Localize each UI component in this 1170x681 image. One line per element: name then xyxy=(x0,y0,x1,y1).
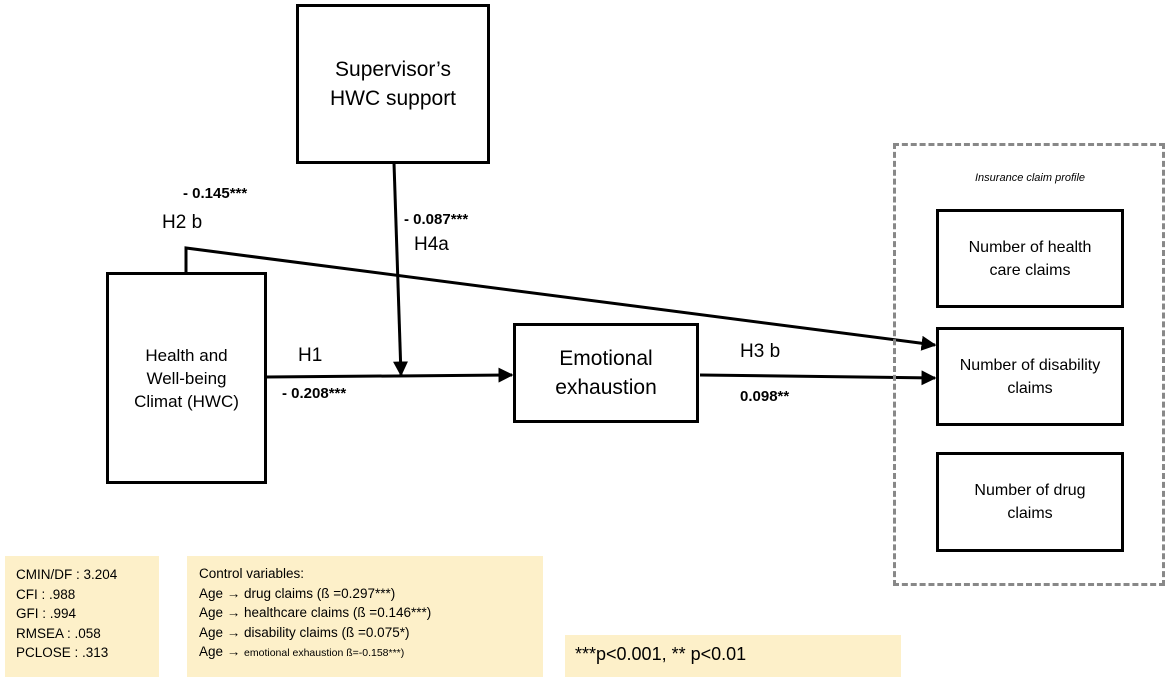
h3b-coefficient: 0.098** xyxy=(740,388,790,405)
h1-coefficient: - 0.208*** xyxy=(282,385,347,402)
fit-index: CMIN/DF : 3.204 xyxy=(16,567,118,582)
health-claims-line1: Number of health xyxy=(968,238,1092,256)
supervisor-label-line2: HWC support xyxy=(329,87,457,110)
control-item: Age → emotional exhaustion ß=-0.158***) xyxy=(199,642,543,664)
h2b-label: H2 b xyxy=(162,212,203,233)
significance-note: ***p<0.001, ** p<0.01 xyxy=(575,644,747,664)
exhaustion-label-line2: exhaustion xyxy=(555,376,657,399)
hwc-label-line1: Health and xyxy=(145,345,228,365)
hwc-node: Health and Well-being Climat (HWC) xyxy=(106,272,267,484)
drug-claims-node: Number of drug claims xyxy=(936,452,1124,552)
group-title: Insurance claim profile xyxy=(975,172,1086,184)
control-item-small: emotional exhaustion ß=-0.158***) xyxy=(244,647,405,659)
supervisor-support-node: Supervisor’s HWC support xyxy=(296,4,490,164)
control-item: Age → healthcare claims (ß =0.146***) xyxy=(199,605,432,620)
h2b-coefficient: - 0.145*** xyxy=(183,185,248,202)
control-variables-panel: Control variables: Age → drug claims (ß … xyxy=(187,556,543,677)
h4a-coefficient: - 0.087*** xyxy=(404,211,469,228)
fit-index: GFI : .994 xyxy=(16,606,77,621)
drug-claims-line1: Number of drug xyxy=(974,482,1086,499)
h3b-label: H3 b xyxy=(740,341,781,362)
control-item: Age → disability claims (ß =0.075*) xyxy=(199,624,410,640)
emotional-exhaustion-node: Emotional exhaustion xyxy=(513,323,699,423)
disability-claims-line2: claims xyxy=(1007,379,1053,397)
h1-arrow xyxy=(265,367,514,383)
health-claims-node: Number of health care claims xyxy=(936,209,1124,308)
disability-claims-line1: Number of disability xyxy=(959,356,1101,374)
supervisor-label-line1: Supervisor’s xyxy=(335,58,451,81)
fit-index: RMSEA : .058 xyxy=(16,625,101,641)
drug-claims-line2: claims xyxy=(1007,505,1053,522)
h1-label: H1 xyxy=(298,345,323,366)
disability-claims-node: Number of disability claims xyxy=(936,327,1124,426)
significance-note-panel: ***p<0.001, ** p<0.01 xyxy=(565,635,901,677)
exhaustion-label-line1: Emotional xyxy=(559,347,653,370)
insurance-claim-profile-group xyxy=(893,143,1165,586)
h2b-arrow xyxy=(184,246,937,351)
control-title: Control variables: xyxy=(199,566,305,581)
hwc-label-line2: Well-being xyxy=(146,368,227,388)
h4a-arrow xyxy=(392,162,409,377)
fit-indices-panel: CMIN/DF : 3.204 CFI : .988 GFI : .994 RM… xyxy=(5,556,159,677)
control-item: Age → drug claims (ß =0.297***) xyxy=(199,585,396,601)
fit-index: CFI : .988 xyxy=(16,586,76,602)
fit-index: PCLOSE : .313 xyxy=(16,645,109,660)
health-claims-line2: care claims xyxy=(989,261,1071,279)
hwc-label-line3: Climat (HWC) xyxy=(134,391,239,411)
h4a-label: H4a xyxy=(414,234,449,255)
control-item-prefix: Age → xyxy=(199,644,241,659)
